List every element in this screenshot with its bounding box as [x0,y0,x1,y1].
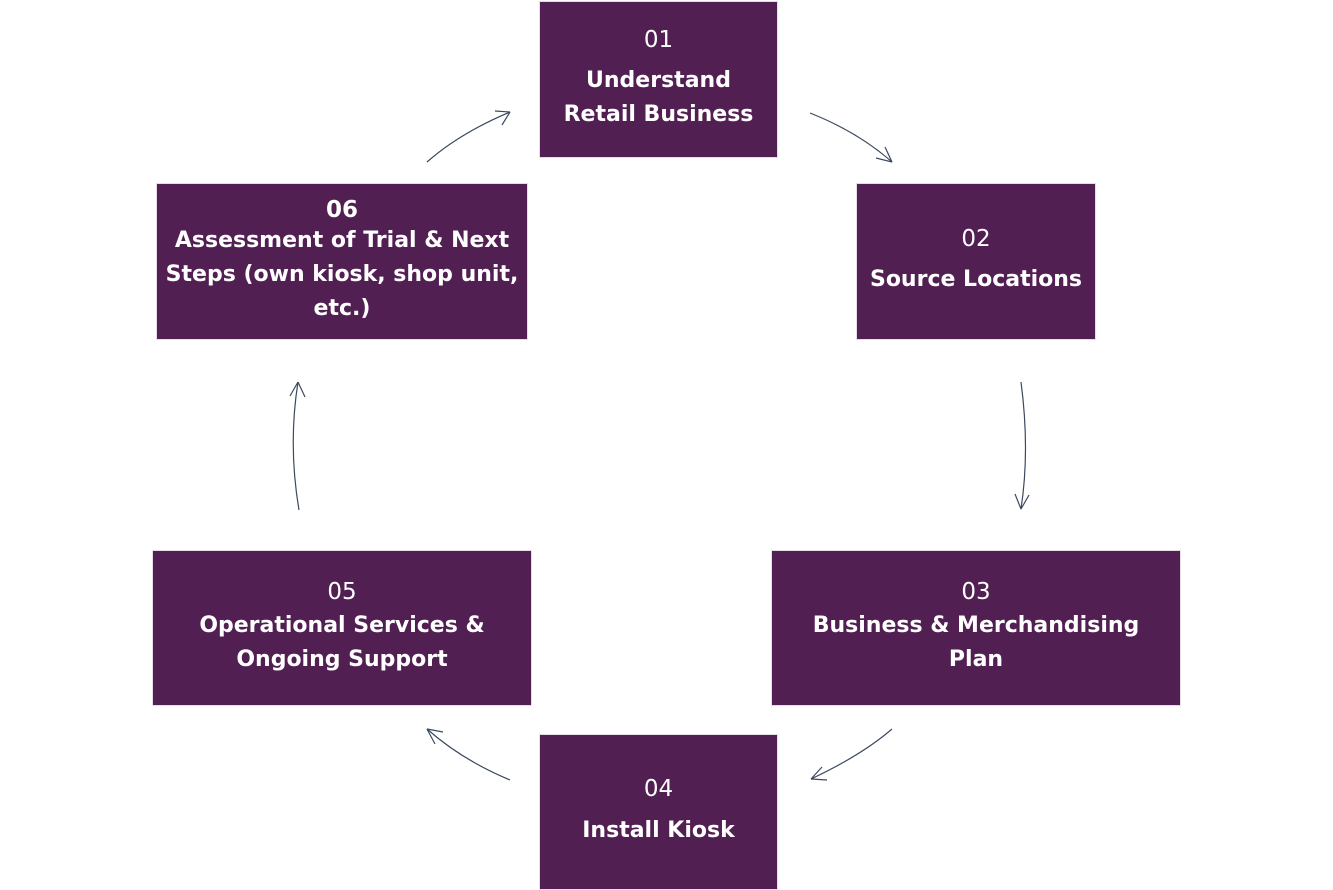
arrow-03-to-04 [810,728,893,781]
arrow-02-to-03 [1014,381,1030,510]
step-number: 05 [327,579,357,606]
step-title-line: etc.) [313,296,371,322]
arrow-04-to-05 [426,728,511,781]
step-title-line: Business & Merchandising [812,612,1140,638]
step-05-box: 05 Operational Services & Ongoing Suppor… [152,550,532,706]
step-03-box: 03 Business & Merchandising Plan [771,550,1181,706]
step-number: 04 [643,776,674,803]
step-title-line: Install Kiosk [582,817,735,843]
step-01-box: 01 Understand Retail Business [539,1,778,158]
arrow-06-to-01 [426,110,511,163]
step-title-line: Plan [948,646,1004,672]
step-02-box: 02 Source Locations [856,183,1096,340]
step-title-line: Understand [586,68,731,94]
step-06-box: 06 Assessment of Trial & Next Steps (own… [156,183,528,340]
step-04-box: 04 Install Kiosk [539,734,778,890]
step-number: 06 [325,196,358,223]
step-number: 02 [961,225,991,252]
step-title-line: Assessment of Trial & Next [174,228,510,254]
step-title-line: Source Locations [869,267,1083,293]
step-title-line: Steps (own kiosk, shop unit, [165,262,519,288]
arrow-05-to-06 [289,381,306,511]
step-title-line: Retail Business [563,102,754,128]
step-number: 03 [961,579,991,606]
step-title-line: Operational Services & [199,612,485,638]
arrow-01-to-02 [809,112,893,163]
step-title-line: Ongoing Support [236,646,448,672]
step-number: 01 [643,26,674,53]
